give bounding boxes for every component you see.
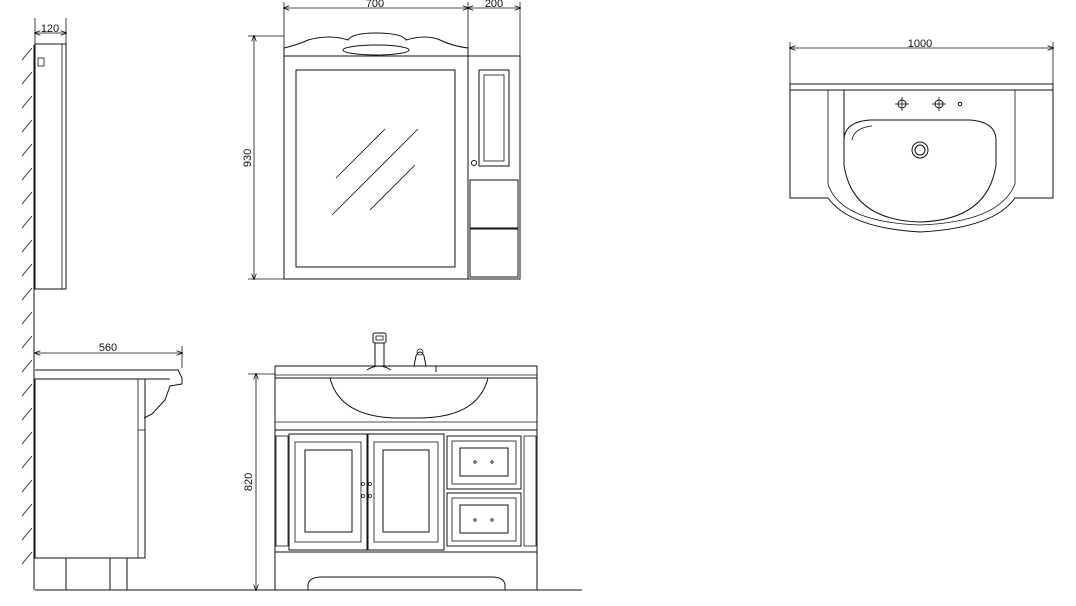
dim-mirror-height: 930 bbox=[242, 36, 284, 279]
dim-label-930: 930 bbox=[242, 149, 254, 167]
dim-basin-width: 1000 bbox=[790, 38, 1053, 84]
dim-label-820: 820 bbox=[243, 473, 255, 491]
drain-knob-icon bbox=[413, 348, 437, 372]
tap-hole-right-icon bbox=[932, 97, 946, 111]
dim-label-120: 120 bbox=[41, 23, 59, 35]
overflow-icon bbox=[957, 101, 963, 107]
faucet-icon bbox=[366, 332, 392, 371]
side-view-vanity bbox=[34, 369, 183, 590]
dim-label-700: 700 bbox=[366, 0, 384, 10]
wall-hatching bbox=[21, 45, 35, 590]
side-cabinet-front-view bbox=[467, 55, 521, 280]
dim-label-1000: 1000 bbox=[908, 38, 932, 50]
dim-vanity-depth: 560 bbox=[35, 342, 182, 368]
dim-side-mirror-depth: 120 bbox=[35, 18, 66, 44]
basin-top-view bbox=[789, 83, 1054, 233]
vanity-front-view bbox=[274, 332, 538, 591]
side-view-mirror bbox=[34, 43, 67, 290]
dim-mirror-width: 700 200 bbox=[284, 0, 520, 56]
dim-label-560: 560 bbox=[99, 342, 117, 354]
drain-icon bbox=[911, 141, 929, 159]
dim-vanity-height: 820 bbox=[243, 374, 275, 590]
mirror-front-view bbox=[283, 32, 469, 280]
tap-hole-left-icon bbox=[895, 97, 909, 111]
dim-label-200: 200 bbox=[485, 0, 503, 10]
